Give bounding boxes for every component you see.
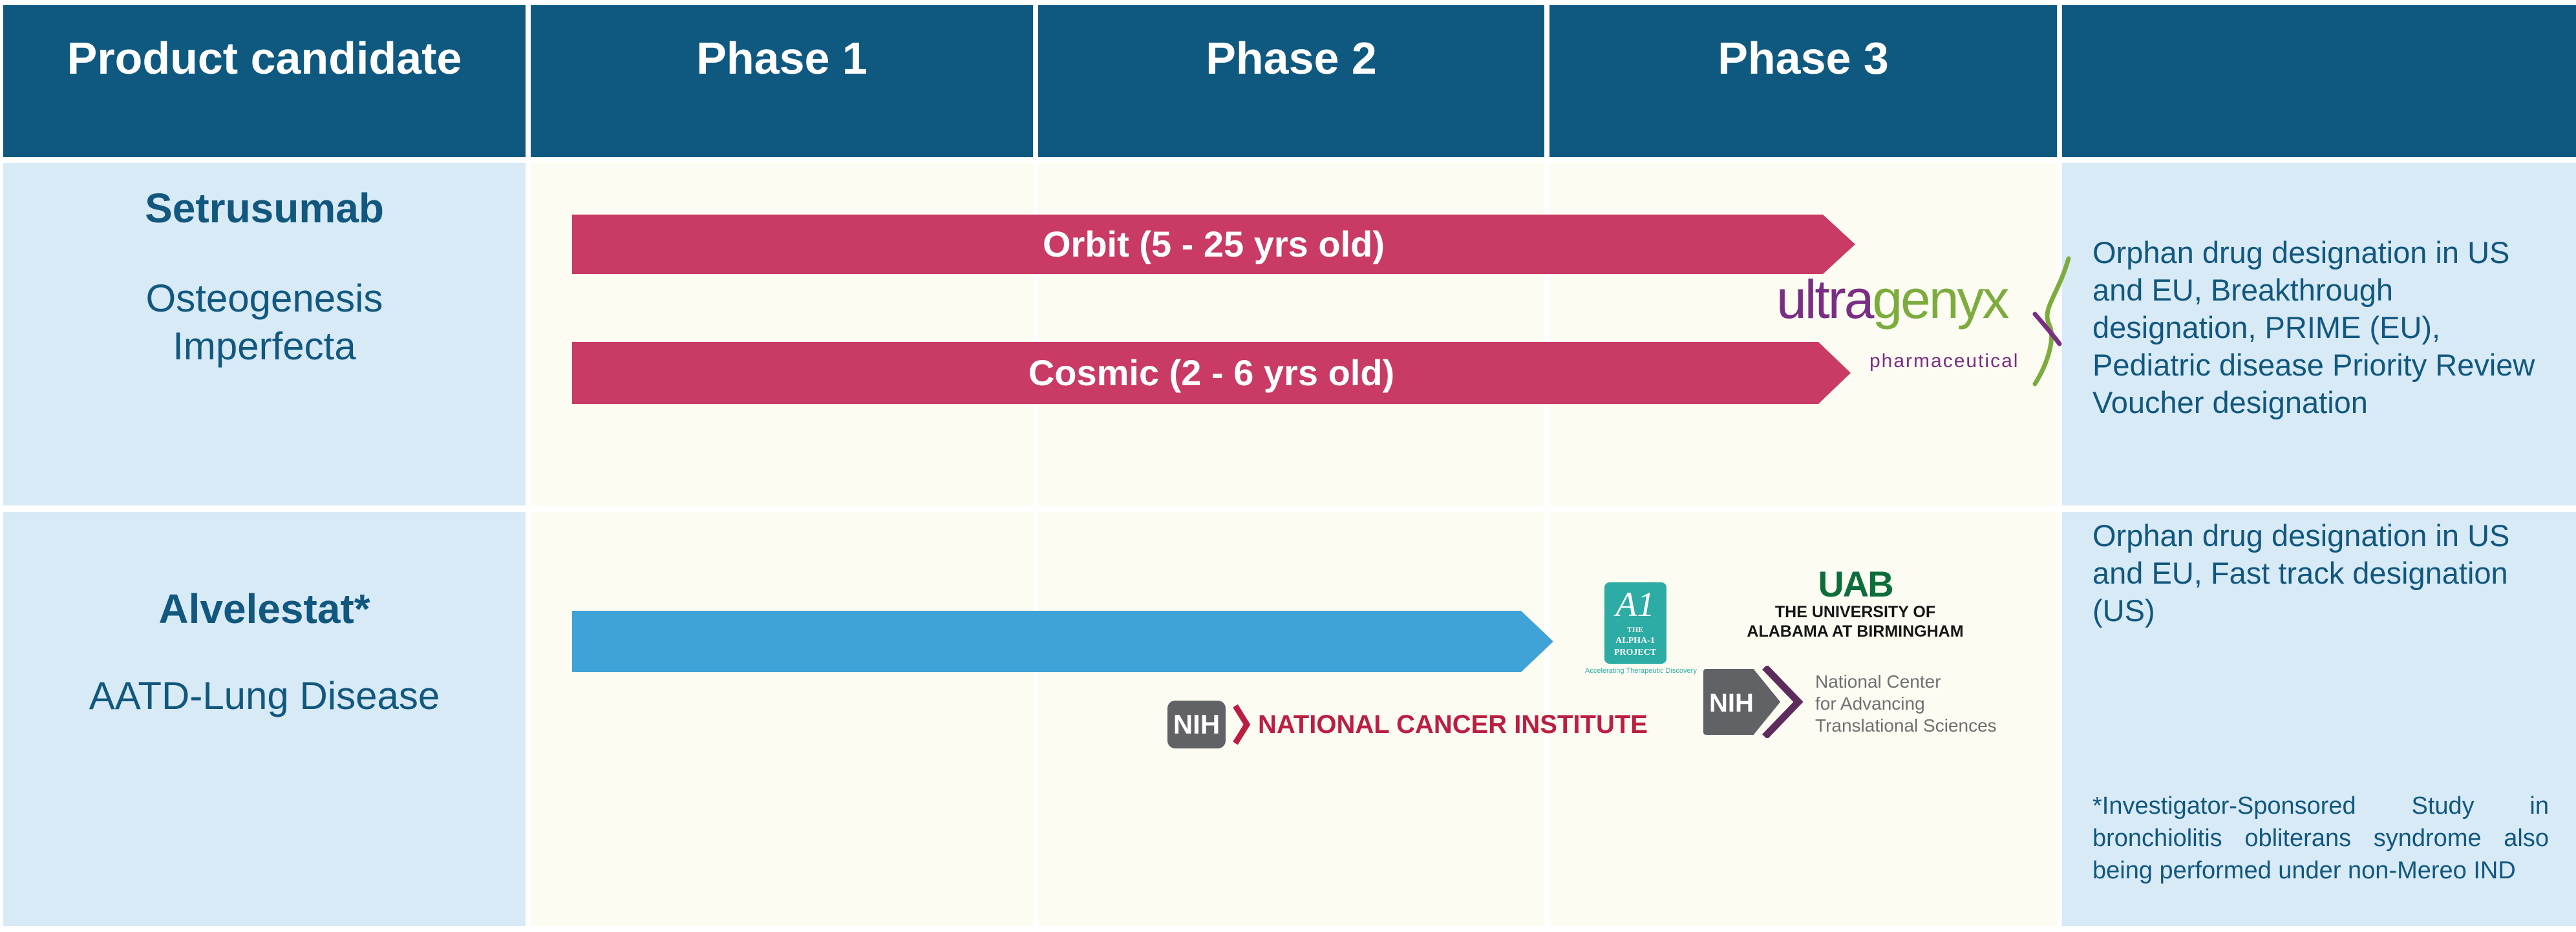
header-phase-3: Phase 3 [1549, 5, 2057, 157]
uab-line2: ALABAMA AT BIRMINGHAM [1747, 622, 1964, 641]
ncats-nih-icon: NIH [1700, 666, 1804, 738]
alpha1-badge-icon: A1 THE ALPHA-1 PROJECT [1604, 582, 1666, 664]
ultragenyx-wordmark: ultragenyx [1776, 264, 2010, 335]
alpha1-project-logo: A1 THE ALPHA-1 PROJECT Accelerating Ther… [1585, 582, 1697, 675]
row1-designations-cell [2062, 163, 2576, 505]
row1-phase2-cell [1038, 163, 1544, 505]
ncats-logo: NIH National Center for Advancing Transl… [1700, 666, 1997, 738]
ncats-line2: for Advancing [1815, 694, 1925, 714]
nci-chevron-icon [1233, 704, 1250, 745]
row2-designations-cell [2062, 512, 2576, 926]
alpha1-alpha1: ALPHA-1 [1615, 636, 1655, 646]
uab-mark: UAB [1818, 564, 1893, 604]
ncats-line3: Translational Sciences [1815, 715, 1997, 736]
ncats-text: National Center for Advancing Translatio… [1815, 666, 1997, 737]
trial-bar-orbit: Orbit (5 - 25 yrs old) [572, 215, 1855, 274]
ultragenyx-pharmaceutical-label: pharmaceutical [1869, 350, 2019, 372]
header-product-candidate: Product candidate [3, 5, 526, 157]
row2-phase1-cell [531, 512, 1033, 926]
indication-aatd-lung-disease: AATD-Lung Disease [89, 674, 440, 717]
row1-phase1-cell [531, 163, 1033, 505]
row2-phase2-cell [1038, 512, 1544, 926]
header-phase-1: Phase 1 [531, 5, 1033, 157]
nih-icon: NIH [1167, 701, 1226, 748]
svg-text:NIH: NIH [1709, 689, 1754, 717]
nci-text: NATIONAL CANCER INSTITUTE [1258, 710, 1648, 739]
nci-logo: NIH NATIONAL CANCER INSTITUTE [1167, 701, 1648, 748]
row2-product-cell [3, 512, 526, 926]
trial-bar-alvelestat [572, 611, 1553, 672]
ultragenyx-swoosh-icon [2032, 256, 2071, 387]
row2-phase3-cell [1549, 512, 2057, 926]
row1-product-cell [3, 163, 526, 505]
ultragenyx-ultra: ultra [1776, 269, 1874, 330]
indication-osteogenesis-imperfecta: Osteogenesis Imperfecta [145, 277, 383, 368]
header-designations [2062, 5, 2576, 157]
designations-row1: Orphan drug designation in US and EU, Br… [2092, 235, 2535, 419]
product-name-setrusumab: Setrusumab [145, 185, 384, 231]
designations-row2: Orphan drug designation in US and EU, Fa… [2092, 518, 2510, 628]
ultragenyx-logo: ultragenyx pharmaceutical [1772, 256, 2071, 393]
uab-line1: THE UNIVERSITY OF [1774, 603, 1936, 621]
alpha1-mark: A1 [1615, 585, 1655, 624]
trial-bar-cosmic: Cosmic (2 - 6 yrs old) [572, 342, 1851, 404]
uab-logo: UAB THE UNIVERSITY OF ALABAMA AT BIRMING… [1747, 566, 1964, 641]
alpha1-project: PROJECT [1613, 648, 1657, 657]
alpha1-tagline: Accelerating Therapeutic Discovery [1585, 667, 1697, 675]
product-name-alvelestat: Alvelestat* [158, 586, 370, 632]
alpha1-the: THE [1626, 625, 1644, 634]
ncats-line1: National Center [1815, 672, 1941, 692]
header-phase-2: Phase 2 [1038, 5, 1544, 157]
ultragenyx-genyx: genyx [1872, 269, 2009, 330]
footnote: *Investigator-Sponsored Study in bronchi… [2092, 792, 2549, 884]
